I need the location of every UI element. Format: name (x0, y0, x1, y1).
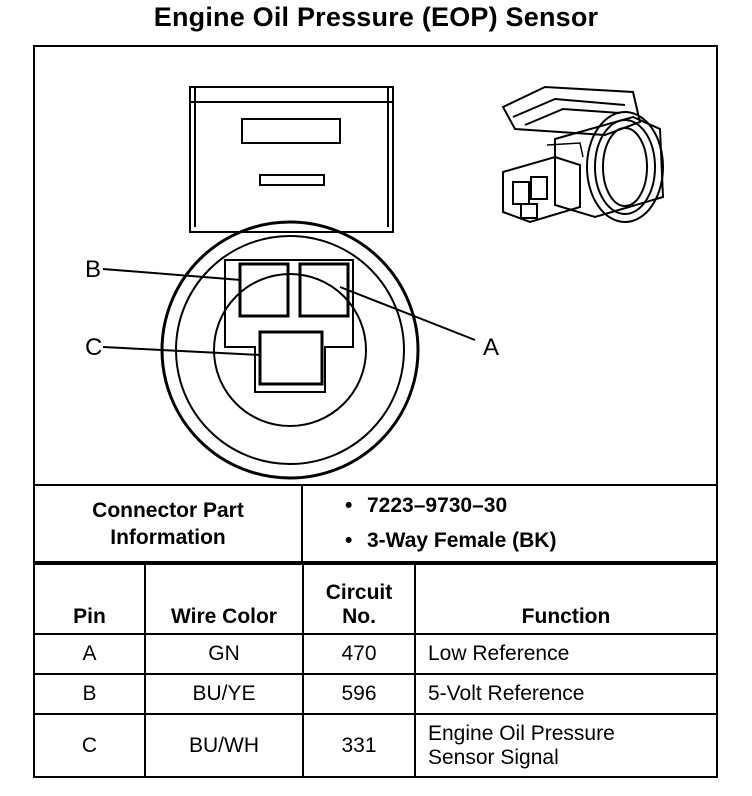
table-row: B BU/YE 596 5-Volt Reference (35, 673, 716, 715)
callout-b: B (85, 256, 101, 283)
connector-diagram: B A C (85, 85, 665, 480)
connector-info-label: Connector Part Information (35, 486, 303, 561)
inner-ring (213, 273, 367, 427)
cell-function: Low Reference (414, 633, 716, 675)
cell-function: Engine Oil Pressure Sensor Signal (414, 713, 716, 777)
middle-ring (175, 235, 405, 465)
connector-body (189, 86, 394, 233)
latch-slot (241, 118, 341, 144)
cell-wire-color: BU/YE (144, 673, 304, 715)
connector-info: Connector Part Information •7223–9730–30… (35, 484, 716, 563)
cell-circuit: 331 (302, 713, 416, 777)
connector-info-values: •7223–9730–30 •3-Way Female (BK) (303, 486, 716, 561)
cell-pin: B (35, 673, 146, 715)
leader-b (102, 268, 242, 281)
cell-circuit: 470 (302, 633, 416, 675)
terminal-cavity (224, 259, 354, 393)
terminal-b (238, 262, 290, 318)
connector-type: •3-Way Female (BK) (345, 529, 557, 552)
bullet-icon: • (345, 529, 353, 552)
bullet-icon: • (345, 494, 353, 517)
connector-illustration (501, 85, 665, 224)
header-circuit: Circuit No. (302, 563, 416, 635)
cell-function: 5-Volt Reference (414, 673, 716, 715)
cell-pin: C (35, 713, 146, 777)
cell-pin: A (35, 633, 146, 675)
table-row: C BU/WH 331 Engine Oil Pressure Sensor S… (35, 713, 716, 777)
header-function: Function (414, 563, 716, 635)
table-header-row: Pin Wire Color Circuit No. Function (35, 563, 716, 635)
header-pin: Pin (35, 563, 146, 635)
header-wire-color: Wire Color (144, 563, 304, 635)
connector-info-label-line1: Connector Part (92, 498, 244, 522)
terminal-c (258, 330, 324, 386)
connector-part-number: •7223–9730–30 (345, 494, 508, 517)
leader-a (339, 286, 476, 341)
table-row: A GN 470 Low Reference (35, 633, 716, 675)
page-title: Engine Oil Pressure (EOP) Sensor (153, 2, 599, 32)
leader-c (102, 346, 262, 356)
pinout-table: Pin Wire Color Circuit No. Function A GN… (35, 563, 716, 777)
callout-a: A (483, 334, 499, 361)
callout-c: C (85, 334, 102, 361)
cell-wire-color: BU/WH (144, 713, 304, 777)
terminal-a (298, 262, 350, 318)
cell-circuit: 596 (302, 673, 416, 715)
connector-info-label-line2: Information (110, 525, 226, 549)
cell-wire-color: GN (144, 633, 304, 675)
sensor-panel: B A C Connector Part Information •7223–9… (33, 45, 718, 778)
